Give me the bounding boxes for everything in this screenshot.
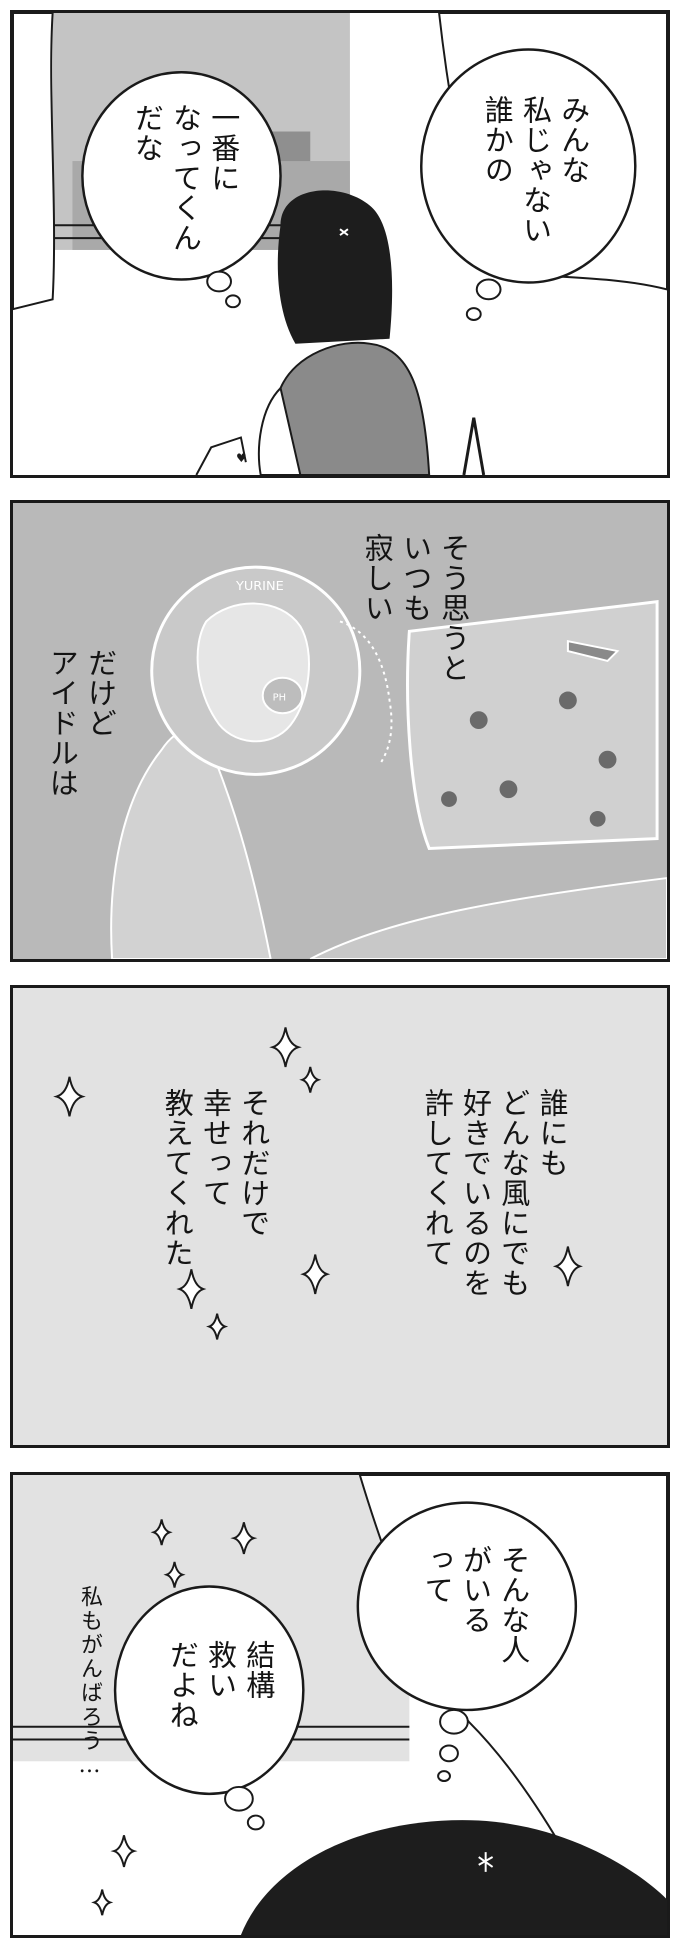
comic-panel-3: 誰にも どんな風にでも 好きでいるのを 許してくれて それだけで 幸せって 教え… xyxy=(10,985,670,1448)
narration-text-1: そう思うと いつも 寂しい xyxy=(358,533,473,683)
narration-line: そう思うと xyxy=(436,533,471,683)
bubble-line: 結構 xyxy=(241,1640,276,1700)
bubble-line: みんな xyxy=(556,95,591,185)
window-scene-illustration: ♥ xyxy=(13,13,667,475)
bubble-line: がいる xyxy=(458,1545,493,1635)
bubble-line: なってくん xyxy=(168,103,203,253)
girl-back-illustration xyxy=(13,1475,667,1935)
speech-bubble-2-text: 一番に なってくん だな xyxy=(128,103,243,253)
narration-line: どんな風にでも xyxy=(496,1088,531,1298)
keychain-badge-label: PH xyxy=(273,692,286,703)
narration-line: それだけで xyxy=(236,1088,271,1238)
narration-line: 許してくれて xyxy=(420,1088,455,1268)
svg-text:♥: ♥ xyxy=(236,451,247,465)
keychain-name-label: YURINE xyxy=(235,579,284,594)
speech-bubble-3-text: そんな人 がいる って xyxy=(418,1545,533,1665)
handwritten-aside: 私もがんばろう… xyxy=(77,1585,103,1780)
narration-line: 教えてくれた xyxy=(160,1088,195,1268)
narration-text-4: それだけで 幸せって 教えてくれた xyxy=(158,1088,273,1268)
bubble-line: 救い xyxy=(203,1640,238,1700)
bubble-line: 私じゃない xyxy=(518,95,553,245)
narration-text-2: だけど アイドルは xyxy=(43,648,120,798)
narration-line: 寂しい xyxy=(360,533,395,623)
narration-line: いつも xyxy=(398,533,433,623)
narration-line: アイドルは xyxy=(45,648,80,798)
comic-panel-1: ♥ みんな 私じゃない 誰かの 一番に なってくん だな xyxy=(10,10,670,478)
speech-bubble-1-text: みんな 私じゃない 誰かの xyxy=(478,95,593,245)
speech-bubble-4-text: 結構 救い だよね xyxy=(163,1640,278,1730)
narration-line: だけど xyxy=(83,648,118,738)
narration-line: 好きでいるのを xyxy=(458,1088,493,1298)
bubble-line: だよね xyxy=(165,1640,200,1730)
narration-line: 誰にも xyxy=(535,1088,570,1178)
keychain-scene-illustration: YURINE PH xyxy=(110,565,667,959)
bubble-line: そんな人 xyxy=(496,1545,531,1665)
narration-text-3: 誰にも どんな風にでも 好きでいるのを 許してくれて xyxy=(418,1088,571,1298)
narration-line: 幸せって xyxy=(198,1088,233,1208)
bubble-line: 一番に xyxy=(206,103,241,193)
bubble-line: だな xyxy=(130,103,165,163)
bubble-line: 誰かの xyxy=(480,95,515,185)
bubble-line: って xyxy=(420,1545,455,1605)
comic-panel-4: そんな人 がいる って 結構 救い だよね 私もがんばろう… xyxy=(10,1472,670,1938)
comic-panel-2: YURINE PH そう思うと いつも 寂しい だけど アイドルは xyxy=(10,500,670,962)
sparkles-illustration xyxy=(53,1027,583,1340)
